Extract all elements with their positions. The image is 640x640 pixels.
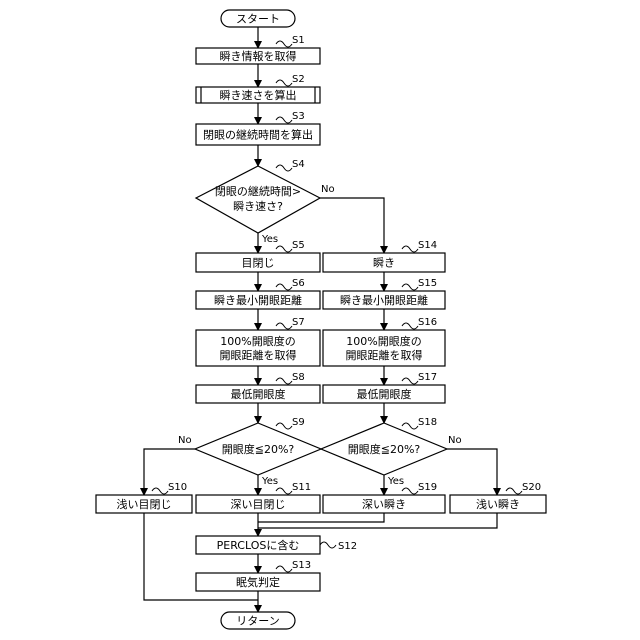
step-s4-id: S4 xyxy=(292,159,305,170)
step-s16-line1: 100%開眼度の xyxy=(346,334,421,348)
step-s20-leader xyxy=(506,488,522,494)
step-s13-text: 眠気判定 xyxy=(236,575,280,589)
step-s5-leader xyxy=(276,246,292,252)
step-s2-leader xyxy=(276,80,292,86)
step-s9-leader xyxy=(276,423,292,429)
step-s6-text: 瞬き最小開眼距離 xyxy=(214,293,302,307)
step-s17-leader xyxy=(402,378,418,384)
step-s9-text: 開眼度≦20%? xyxy=(222,442,295,456)
step-s13-id: S13 xyxy=(292,560,311,571)
step-s10-text: 浅い目閉じ xyxy=(117,498,172,511)
step-s9-no: No xyxy=(178,435,192,446)
step-s12-leader xyxy=(320,542,336,548)
step-s5-id: S5 xyxy=(292,240,305,251)
step-s7-leader xyxy=(276,323,292,329)
step-s4-leader xyxy=(276,165,292,171)
step-s3-text: 閉眼の継続時間を算出 xyxy=(203,128,313,142)
step-s14-text: 瞬き xyxy=(373,257,395,270)
step-s4-no: No xyxy=(321,184,335,195)
line-s19-merge xyxy=(258,513,384,522)
step-s10-leader xyxy=(152,488,168,494)
step-s11-id: S11 xyxy=(292,482,311,493)
step-s8-text: 最低開眼度 xyxy=(231,387,286,401)
line-s20-merge xyxy=(258,513,497,528)
step-s4-line2: 瞬き速さ? xyxy=(233,200,283,213)
step-s12-text: PERCLOSに含む xyxy=(217,538,300,552)
step-s16-id: S16 xyxy=(418,317,437,328)
step-s9-yes: Yes xyxy=(261,476,278,487)
step-s8-id: S8 xyxy=(292,372,305,383)
step-s12-id: S12 xyxy=(338,541,357,552)
step-s13-leader xyxy=(276,566,292,572)
end-label: リターン xyxy=(236,615,279,628)
step-s7-line2: 開眼距離を取得 xyxy=(220,348,297,362)
connectors xyxy=(144,27,497,612)
step-s18-id: S18 xyxy=(418,417,437,428)
step-s6-leader xyxy=(276,284,292,290)
step-s1-text: 瞬き情報を取得 xyxy=(220,50,297,63)
step-s19-leader xyxy=(402,488,418,494)
step-s16-leader xyxy=(402,323,418,329)
step-s15-id: S15 xyxy=(418,278,437,289)
step-s10-id: S10 xyxy=(168,482,187,493)
step-s4-yes: Yes xyxy=(261,234,278,245)
step-s20-id: S20 xyxy=(522,482,541,493)
step-s18-text: 開眼度≦20%? xyxy=(348,442,421,456)
step-s2-text: 瞬き速さを算出 xyxy=(220,88,297,102)
step-s17-text: 最低開眼度 xyxy=(357,387,412,401)
step-s5-text: 目閉じ xyxy=(242,257,275,270)
step-s18-no: No xyxy=(448,435,462,446)
step-s6-id: S6 xyxy=(292,278,305,289)
step-s7-line1: 100%開眼度の xyxy=(220,334,295,348)
step-s18-leader xyxy=(402,423,418,429)
step-s11-text: 深い目閉じ xyxy=(231,498,286,511)
step-s15-leader xyxy=(402,284,418,290)
step-s3-id: S3 xyxy=(292,111,305,122)
step-s1-id: S1 xyxy=(292,35,305,46)
step-s8-leader xyxy=(276,378,292,384)
start-label: スタート xyxy=(236,13,280,26)
arrow-s18-s20 xyxy=(447,449,497,495)
step-s17-id: S17 xyxy=(418,372,437,383)
step-s18-yes: Yes xyxy=(387,476,404,487)
step-s3-leader xyxy=(276,117,292,123)
step-s16-line2: 開眼距離を取得 xyxy=(346,348,423,362)
step-s9-id: S9 xyxy=(292,417,305,428)
step-s11-leader xyxy=(276,488,292,494)
step-s4-line1: 閉眼の継続時間> xyxy=(215,184,301,198)
step-s15-text: 瞬き最小開眼距離 xyxy=(340,293,428,307)
step-s19-text: 深い瞬き xyxy=(362,498,406,511)
step-s1-leader xyxy=(276,41,292,47)
step-s7-id: S7 xyxy=(292,317,305,328)
step-s14-id: S14 xyxy=(418,240,437,251)
step-s20-text: 浅い瞬き xyxy=(476,498,520,511)
arrow-s4-s14 xyxy=(320,198,384,253)
step-s2-id: S2 xyxy=(292,74,305,85)
step-s19-id: S19 xyxy=(418,482,437,493)
step-s14-leader xyxy=(402,246,418,252)
